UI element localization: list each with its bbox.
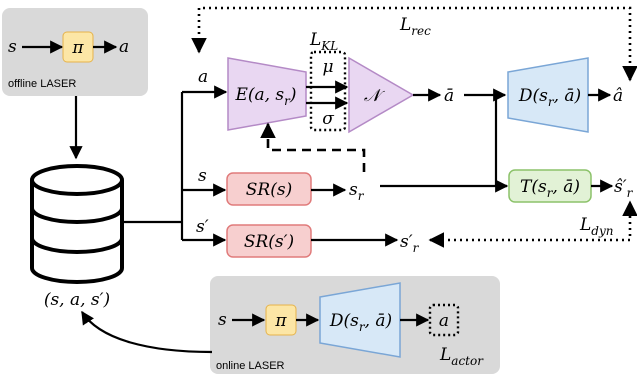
actor-loss-label: Lactor: [439, 345, 484, 368]
online-decoder-label: D(sr, ā): [329, 311, 392, 334]
mu-label: μ: [322, 57, 333, 77]
decoder-label: D(sr, ā): [518, 86, 581, 109]
dyn-loss-loop: [428, 200, 637, 248]
normal-sampler: [348, 56, 415, 134]
dataset-tuple-label: (s, a, s′): [44, 290, 110, 310]
sigma-label: σ: [322, 109, 334, 129]
sr-sprime-output-label: s′r: [400, 232, 420, 255]
branch-a-label: a: [198, 67, 208, 87]
online-policy-label: π: [274, 311, 287, 331]
online-output-box: [428, 303, 460, 337]
online-decoder-block: [319, 282, 401, 358]
dyn-loss-label: Ldyn: [579, 215, 614, 238]
offline-input-s: s: [8, 37, 17, 57]
branch-sprime-label: s′: [196, 217, 209, 237]
branch-s-label: s: [198, 166, 207, 186]
online-to-dataset-arrow: [81, 310, 213, 354]
online-panel-label: online LASER: [216, 360, 285, 372]
rec-loss-loop: [191, 6, 637, 82]
encoder-label: E(a, sr): [234, 85, 296, 108]
offline-panel-label: offline LASER: [8, 78, 76, 90]
sr-sprime-label: SR(s′): [244, 232, 294, 252]
transition-label: T(sr, ā): [520, 177, 580, 200]
decoder-output-label: â: [613, 86, 623, 106]
transition-output-label: ŝ′r: [614, 177, 634, 200]
sr-s-output-label: sr: [349, 180, 365, 203]
dataset-icon: [30, 164, 124, 284]
sr-s-label: SR(s): [246, 180, 292, 200]
online-input-s: s: [218, 310, 227, 330]
offline-output-a: a: [119, 37, 129, 57]
kl-loss-label: LKL: [309, 30, 338, 53]
online-output-a: a: [439, 311, 449, 331]
offline-policy-label: π: [71, 38, 84, 58]
rec-loss-label: Lrec: [399, 15, 431, 38]
latent-label: ā: [444, 86, 454, 106]
